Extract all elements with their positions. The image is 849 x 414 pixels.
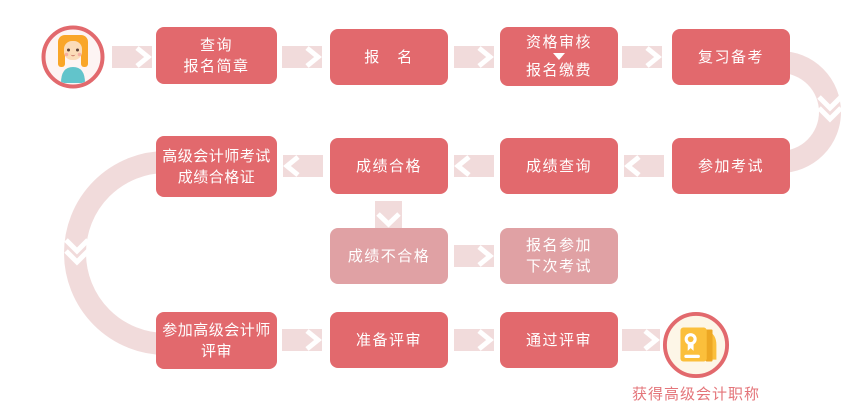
step-label-line: 评审	[200, 342, 232, 360]
step-qualification-review-and-pay: 资格审核 报名缴费	[500, 27, 618, 86]
arrow-right-icon	[282, 46, 322, 68]
step-scores-pass: 成绩合格	[330, 138, 448, 194]
step-take-exam: 参加考试	[672, 138, 790, 194]
arrow-right-icon	[622, 46, 662, 68]
step-label-line: 准备评审	[355, 331, 422, 349]
arrow-right-icon	[112, 46, 152, 68]
flow-curve-right	[779, 51, 841, 173]
step-label-line: 报名缴费	[525, 62, 592, 79]
step-label-line: 报名参加	[525, 237, 592, 254]
step-label-line: 成绩查询	[525, 157, 592, 175]
step-label-line: 报 名	[364, 48, 414, 66]
arrow-right-icon	[454, 245, 494, 267]
step-check-scores: 成绩查询	[500, 138, 618, 194]
arrow-left-icon	[624, 155, 664, 177]
chevron-down-icon	[817, 95, 843, 112]
chevron-down-icon	[64, 238, 90, 255]
step-label-line: 参加考试	[697, 157, 764, 175]
down-triangle-icon	[553, 53, 565, 60]
step-attend-senior-review: 参加高级会计师 评审	[156, 312, 277, 369]
chevron-down-icon	[64, 249, 90, 266]
step-label-line: 成绩合格	[355, 157, 422, 175]
chevron-down-icon	[817, 106, 843, 123]
step-prepare-review: 准备评审	[330, 312, 448, 368]
step-label-line: 资格审核	[525, 34, 592, 51]
result-label: 获得高级会计职称	[631, 386, 760, 403]
step-label-line: 复习备考	[697, 48, 764, 66]
step-label-line: 成绩合格证	[177, 168, 256, 186]
step-label-line: 成绩不合格	[347, 247, 431, 265]
arrow-left-icon	[283, 155, 323, 177]
applicant-avatar-icon	[41, 25, 105, 89]
step-check-registration-notice: 查询 报名简章	[156, 27, 277, 84]
arrow-left-icon	[454, 155, 494, 177]
step-label-line: 报名简章	[183, 57, 250, 75]
step-register: 报 名	[330, 29, 448, 85]
certificate-badge-icon	[662, 311, 730, 379]
step-label-line: 查询	[199, 36, 233, 54]
step-label-line: 高级会计师考试	[162, 147, 271, 165]
arrow-right-icon	[622, 329, 660, 351]
step-exam-pass-certificate: 高级会计师考试 成绩合格证	[156, 136, 277, 197]
step-label-line: 参加高级会计师	[162, 321, 271, 339]
arrow-down-icon	[375, 201, 402, 229]
step-scores-fail: 成绩不合格	[330, 228, 448, 284]
arrow-right-icon	[282, 329, 322, 351]
flow-curve-left	[64, 151, 167, 355]
step-register-next-exam: 报名参加 下次考试	[500, 228, 618, 284]
step-label-line: 下次考试	[525, 258, 592, 275]
step-pass-review: 通过评审	[500, 312, 618, 368]
step-label-line: 通过评审	[525, 331, 592, 349]
step-exam-prep: 复习备考	[672, 29, 790, 85]
arrow-right-icon	[454, 329, 494, 351]
arrow-right-icon	[454, 46, 494, 68]
